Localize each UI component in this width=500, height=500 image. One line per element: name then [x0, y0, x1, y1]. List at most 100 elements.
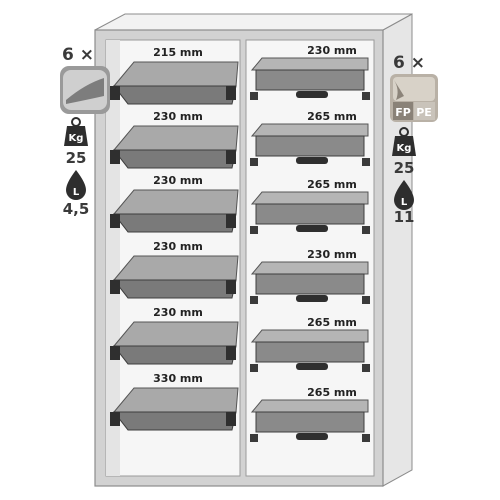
left-shelf-height-label: 230 mm	[153, 110, 203, 123]
left-count-label: 6 ×	[62, 45, 94, 65]
tray-bracket-left	[110, 346, 120, 360]
tray-bracket-right	[362, 226, 370, 234]
tray-top-rim	[250, 123, 369, 137]
right-shelf-height-label: 265 mm	[307, 178, 357, 191]
left-shelf: 230 mm	[110, 110, 239, 169]
right-shelf-height-label: 230 mm	[307, 248, 357, 261]
tray-front	[112, 85, 237, 105]
right-weight-value: 25	[394, 159, 415, 177]
tray-bracket-right	[226, 280, 236, 294]
tray-handle	[296, 363, 328, 370]
tray-bracket-left	[250, 158, 258, 166]
tray-back	[112, 125, 239, 151]
cabinet-top-panel	[94, 13, 413, 31]
right-weight-icon-label: Kg	[397, 143, 412, 154]
tray-back	[112, 255, 239, 281]
volume-drop-icon: L	[394, 180, 414, 210]
tray-bracket-right	[226, 412, 236, 426]
right-shelf: 265 mm	[250, 110, 370, 166]
weight-icon: Kg	[392, 127, 416, 156]
tray-body	[255, 203, 365, 225]
tray-body	[255, 411, 365, 433]
tray-bracket-left	[250, 434, 258, 442]
tray-body	[255, 341, 365, 363]
tray-body	[255, 273, 365, 295]
tray-bracket-right	[226, 346, 236, 360]
tray-handle	[296, 295, 328, 302]
tray-bracket-right	[362, 92, 370, 100]
tray-top-rim	[250, 191, 369, 205]
tray-back	[112, 321, 239, 347]
tray-top-rim	[250, 399, 369, 413]
tray-top-rim	[250, 57, 369, 71]
tray-bracket-right	[362, 364, 370, 372]
left-shelf-height-label: 230 mm	[153, 174, 203, 187]
right-spec-block: 6 × FP PE Kg 25 L 11	[390, 53, 438, 226]
left-shelf: 230 mm	[110, 174, 239, 233]
tray-bracket-left	[250, 92, 258, 100]
left-shelves: 215 mm 230 mm 230 mm 230 mm 230 mm 330 mm	[110, 46, 239, 431]
tray-handle	[296, 225, 328, 232]
right-shelf-height-label: 265 mm	[307, 386, 357, 399]
tray-bracket-left	[110, 412, 120, 426]
right-shelf-height-label: 265 mm	[307, 110, 357, 123]
tray-top-rim	[250, 261, 369, 275]
tray-handle	[296, 433, 328, 440]
left-shelf-height-label: 215 mm	[153, 46, 203, 59]
volume-drop-icon: L	[66, 170, 86, 200]
tray-front	[112, 279, 237, 299]
right-volume-value: 11	[394, 208, 415, 226]
right-shelf-height-label: 230 mm	[307, 44, 357, 57]
weight-icon: Kg	[64, 117, 88, 146]
steel-tray-icon	[60, 66, 110, 114]
right-shelf: 265 mm	[250, 178, 370, 234]
tray-back	[112, 387, 239, 413]
right-shelf: 230 mm	[250, 44, 370, 100]
tray-front	[112, 149, 237, 169]
tray-bracket-right	[362, 158, 370, 166]
tray-back	[112, 61, 239, 87]
tray-handle	[296, 91, 328, 98]
left-volume-icon-label: L	[73, 187, 80, 198]
right-volume-icon-label: L	[401, 197, 408, 208]
right-shelf: 230 mm	[250, 248, 370, 304]
tray-bracket-right	[226, 214, 236, 228]
tray-bracket-left	[110, 214, 120, 228]
left-weight-icon-label: Kg	[69, 133, 84, 144]
tray-bracket-right	[362, 434, 370, 442]
plastic-tray-icon: FP PE	[390, 74, 438, 122]
material-label-fp: FP	[395, 106, 411, 119]
material-label-pe: PE	[416, 106, 432, 119]
tray-bracket-right	[226, 150, 236, 164]
right-count-label: 6 ×	[393, 53, 425, 73]
left-shelf-height-label: 330 mm	[153, 372, 203, 385]
left-spec-block: 6 × Kg 25 L 4,5	[60, 45, 110, 218]
tray-body	[255, 69, 365, 91]
right-shelf: 265 mm	[250, 386, 370, 442]
tray-bracket-left	[110, 150, 120, 164]
tray-bracket-left	[110, 280, 120, 294]
tray-bracket-left	[250, 364, 258, 372]
tray-body	[255, 135, 365, 157]
right-shelves: 230 mm 265 mm 265 mm 230 mm 265 mm 265 mm	[250, 44, 370, 442]
tray-bracket-left	[250, 296, 258, 304]
tray-top-rim	[250, 329, 369, 343]
left-shelf: 230 mm	[110, 306, 239, 365]
tray-front	[112, 411, 237, 431]
left-shelf-height-label: 230 mm	[153, 240, 203, 253]
tray-back	[112, 189, 239, 215]
tray-bracket-left	[250, 226, 258, 234]
tray-handle	[296, 157, 328, 164]
left-volume-value: 4,5	[63, 200, 90, 218]
left-weight-value: 25	[66, 149, 87, 167]
left-shelf: 215 mm	[110, 46, 239, 105]
tray-bracket-right	[226, 86, 236, 100]
left-shelf-height-label: 230 mm	[153, 306, 203, 319]
tray-bracket-left	[110, 86, 120, 100]
tray-front	[112, 345, 237, 365]
left-shelf: 230 mm	[110, 240, 239, 299]
left-shelf: 330 mm	[110, 372, 239, 431]
right-shelf: 265 mm	[250, 316, 370, 372]
tray-front	[112, 213, 237, 233]
